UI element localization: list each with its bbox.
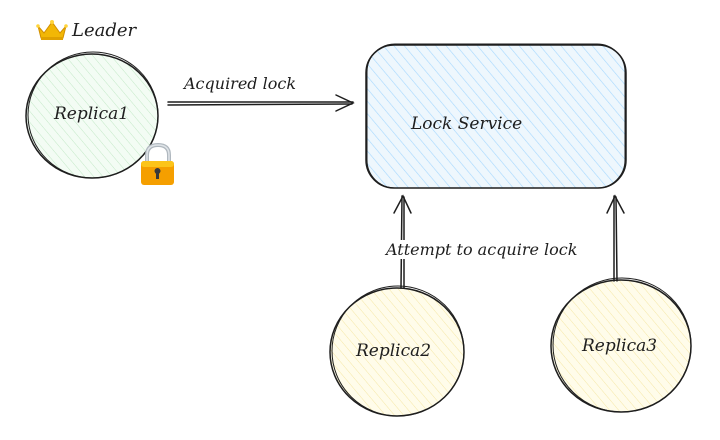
leader-label: Leader: [72, 19, 137, 41]
lock-service-node: [365, 43, 627, 189]
replica2-node: [329, 285, 465, 417]
replica3-node: [550, 277, 692, 413]
padlock-icon: [141, 142, 174, 185]
lock-service-label: Lock Service: [411, 114, 523, 134]
attempt-label: Attempt to acquire lock: [384, 240, 580, 259]
crown-icon: [36, 20, 68, 40]
attempt-arrow-replica3: [606, 194, 625, 282]
replica2-label: Replica2: [356, 341, 432, 361]
replica3-label: Replica3: [582, 336, 658, 356]
leader-tag: Leader: [36, 18, 136, 42]
acquired-lock-label: Acquired lock: [184, 74, 297, 93]
acquired-lock-arrow: [167, 94, 355, 112]
replica1-node: [25, 51, 159, 179]
replica1-label: Replica1: [54, 104, 130, 124]
